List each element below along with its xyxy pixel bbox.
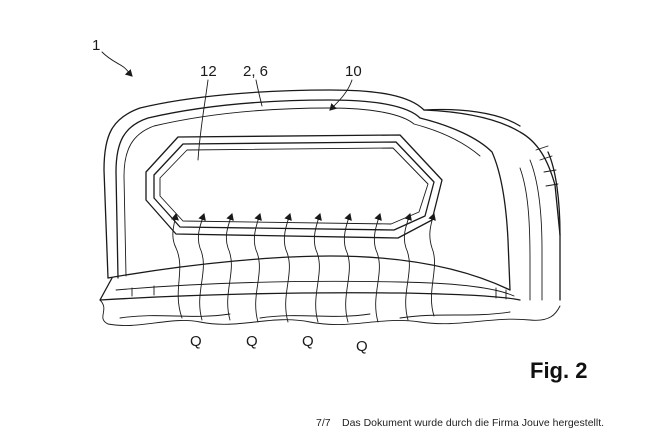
airflow-arrow [283,213,292,323]
housing-rim-line [123,107,481,277]
side-component-tread [535,145,559,187]
flow-label-q: Q [190,333,202,350]
airflow-arrow [197,213,206,321]
leader-line-1 [101,51,133,77]
inner-housing-outline [115,99,511,291]
ground-break-line [99,299,561,326]
airflow-arrow [313,213,322,323]
ref-label-12: 12 [200,63,217,80]
lower-deck-front [107,255,511,291]
footer-note: Das Dokument wurde durch die Firma Jouve… [342,417,604,429]
side-component-arc-outer [547,151,561,236]
window-panel-inner-2 [159,147,429,225]
ref-label-1: 1 [92,37,100,54]
airflow-arrow [171,213,183,319]
airflow-arrow [343,213,352,323]
flow-label-q: Q [302,333,314,350]
leader-line-2-6 [255,79,263,107]
footer-page-number: 7/7 [316,417,331,429]
side-component-arc-2 [519,167,531,301]
ref-label-2-6: 2, 6 [243,63,268,80]
deck-posts [131,285,507,300]
ground-texture [119,311,511,319]
window-panel-outer [145,134,443,239]
airflow-arrow [253,213,262,323]
side-component-arc-1 [529,159,543,301]
lower-deck-inner [115,280,515,297]
flow-label-q: Q [246,333,258,350]
airflow-arrow [225,213,234,321]
window-panel-inner [153,141,435,231]
airflow-arrows [171,213,436,323]
leader-line-12 [197,79,209,161]
flow-label-q: Q [356,338,368,355]
airflow-arrow [403,213,412,321]
airflow-arrow [428,213,436,317]
airflow-arrow [373,213,382,323]
side-component-outline [423,108,521,127]
lower-deck-edge [99,277,521,301]
ref-label-10: 10 [345,63,362,80]
outer-housing-outline [103,89,561,301]
leader-line-10 [329,79,353,111]
figure-caption: Fig. 2 [530,358,587,383]
